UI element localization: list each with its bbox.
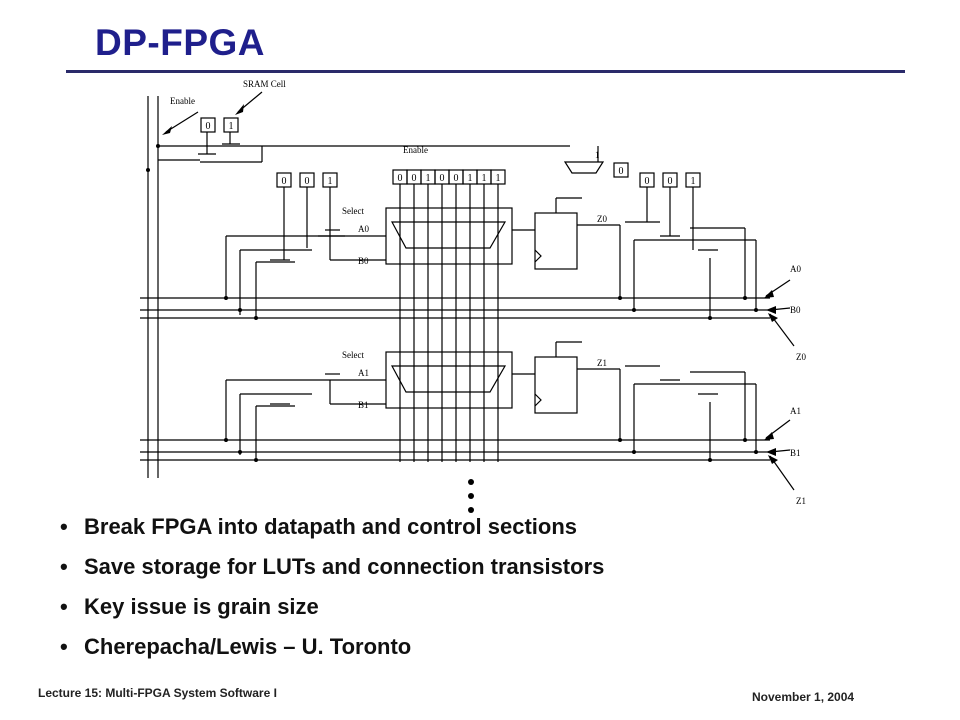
- enable-pointer-label: Enable: [170, 96, 195, 106]
- a0-right-label: A0: [790, 264, 801, 274]
- slide-title: DP-FPGA: [95, 22, 265, 63]
- sram-bit: 0: [398, 173, 403, 184]
- bullet-item: • Save storage for LUTs and connection tr…: [60, 552, 604, 592]
- bullet-item: • Cherepacha/Lewis – U. Toronto: [60, 632, 604, 672]
- sram-bit: 0: [206, 121, 211, 132]
- sram-bit: 1: [496, 173, 501, 184]
- bullet-list: • Break FPGA into datapath and control se…: [60, 512, 604, 672]
- b1-right-label: B1: [790, 448, 801, 458]
- b0-right-label: B0: [790, 305, 801, 315]
- sram-bit: 0: [668, 176, 673, 187]
- sram-bit: 0: [440, 173, 445, 184]
- sram-bit: 1: [229, 121, 234, 132]
- z0-output-label: Z0: [597, 214, 607, 224]
- footer-date: November 1, 2004: [752, 690, 855, 704]
- sram-bit: 0: [282, 176, 287, 187]
- title-underline: [66, 70, 905, 73]
- sram-cell-label: SRAM Cell: [243, 79, 286, 89]
- bullet-dot: •: [60, 634, 68, 659]
- bullet-text: Key issue is grain size: [84, 594, 319, 619]
- select-0-label: Select: [342, 206, 364, 216]
- bullet-dot: •: [60, 594, 68, 619]
- z0-right-label: Z0: [796, 352, 806, 362]
- sram-bit: 1: [468, 173, 473, 184]
- sram-bit: 1: [328, 176, 333, 187]
- bullet-item: • Key issue is grain size: [60, 592, 604, 632]
- sram-bit: 0: [454, 173, 459, 184]
- footer-lecture-title: Lecture 15: Multi-FPGA System Software I: [38, 686, 277, 700]
- bullet-dot: •: [60, 514, 68, 539]
- bullet-text: Break FPGA into datapath and control sec…: [84, 514, 578, 539]
- sram-bit: 0: [305, 176, 310, 187]
- z1-output-label: Z1: [597, 358, 607, 368]
- sram-bit: 0: [412, 173, 417, 184]
- b1-input-label: B1: [358, 400, 369, 410]
- a1-right-label: A1: [790, 406, 801, 416]
- sram-bit: 0: [645, 176, 650, 187]
- sram-bit: 1: [482, 173, 487, 184]
- sram-bit: 1: [426, 173, 431, 184]
- enable-line-label: Enable: [403, 145, 428, 155]
- bullet-text: Save storage for LUTs and connection tra…: [84, 554, 605, 579]
- bullet-dot: •: [60, 554, 68, 579]
- sram-bit: 1: [691, 176, 696, 187]
- enable-mux-bit-label: 1: [595, 150, 600, 160]
- sram-bit: 0: [619, 166, 624, 177]
- a0-input-label: A0: [358, 224, 369, 234]
- a1-input-label: A1: [358, 368, 369, 378]
- bullet-text: Cherepacha/Lewis – U. Toronto: [84, 634, 412, 659]
- z1-right-label: Z1: [796, 496, 806, 506]
- select-1-label: Select: [342, 350, 364, 360]
- bullet-item: • Break FPGA into datapath and control se…: [60, 512, 604, 552]
- b0-input-label: B0: [358, 256, 369, 266]
